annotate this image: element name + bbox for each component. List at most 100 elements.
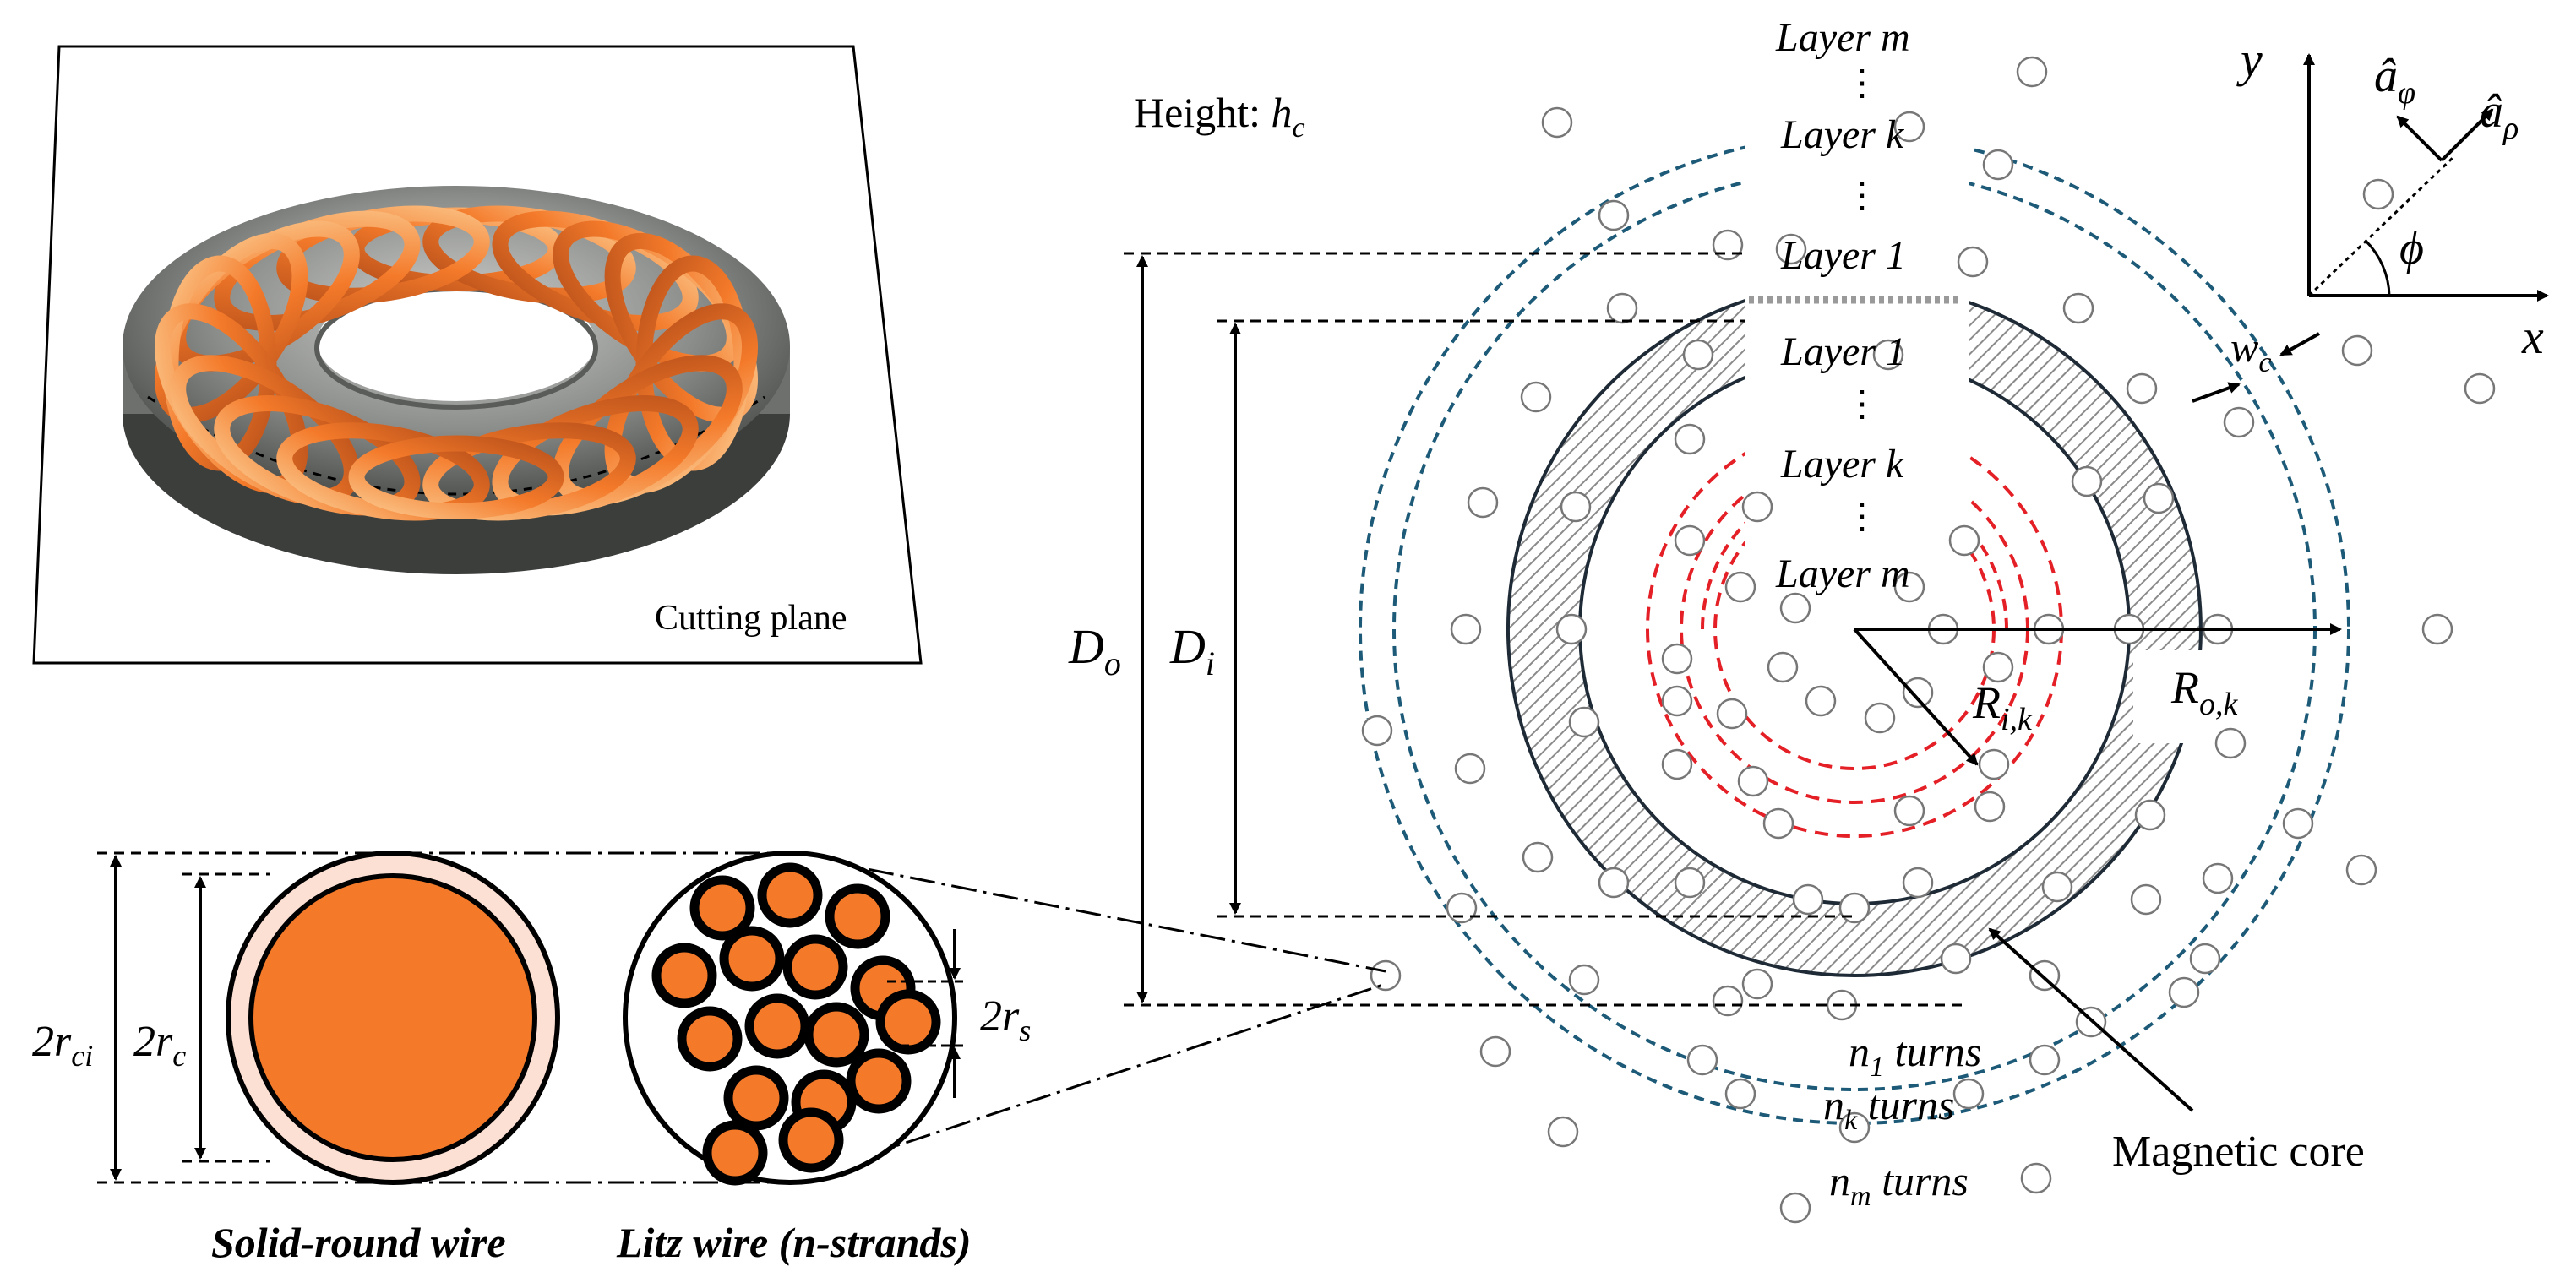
di-label: Di (1169, 619, 1215, 682)
wire-circle (1686, 1044, 1718, 1076)
wire-cross-sections (1361, 56, 2496, 1224)
litz-strand (744, 993, 810, 1059)
label-layer-k-inner: Layer k (1780, 442, 1905, 486)
wire-circle (1978, 748, 2010, 780)
axis-x-label: x (2521, 309, 2544, 364)
litz-strand (723, 1065, 789, 1131)
outer-layer-k-circle (1359, 133, 2350, 1125)
wire-circle (1724, 571, 1756, 603)
nk-turns-label: nk turns (1823, 1081, 1954, 1136)
wire-circle (2071, 465, 2103, 497)
wire-detail-panel: 2rci 2rc 2rs Solid-round wire Litz wire … (27, 851, 1386, 1266)
a-rho-label: âρ (2480, 85, 2519, 146)
wire-circle (1741, 968, 1773, 1000)
wire-circle (1893, 795, 1925, 827)
wire-circle (1974, 791, 2006, 823)
litz-strand (677, 1006, 743, 1072)
wire-circle (1598, 199, 1630, 231)
phi-angle-arc (2364, 239, 2391, 296)
litz-strands (651, 862, 941, 1186)
wire-circle (2126, 372, 2158, 405)
wire-circle (1555, 613, 1588, 645)
wire-circle (1716, 698, 1748, 730)
wire-circle (1541, 106, 1573, 139)
zoom-line-top (785, 851, 1386, 973)
wire-circle (2223, 406, 2255, 438)
wire-circle (1741, 491, 1773, 523)
wire-circle (1779, 592, 1811, 624)
copper-turn (276, 422, 490, 521)
wire-circle (1982, 651, 2014, 683)
n1-turns-label: n1 turns (1849, 1028, 1981, 1083)
wire-circle (2282, 807, 2314, 840)
axis-y-label: y (2236, 32, 2263, 87)
wc-arrow-right (2279, 332, 2320, 356)
copper-turn (348, 435, 564, 519)
wire-circle (1948, 524, 1980, 557)
phi-label: ϕ (2399, 222, 2424, 274)
litz-strand (782, 934, 848, 1000)
wire-circle (1737, 765, 1769, 797)
cutting-plane-label: Cutting plane (655, 599, 847, 638)
wire-circle (2143, 482, 2175, 514)
wire-circle (1674, 524, 1706, 557)
wire-circle (1762, 807, 1794, 840)
wire-circle (1560, 491, 1592, 523)
litz-strand (778, 1107, 844, 1173)
wire-circle (1598, 867, 1630, 899)
wire-circle (1520, 381, 1552, 413)
r-ok-label: Ro,k (2170, 662, 2239, 722)
wire-circle (1361, 715, 1393, 747)
height-label: Height: hc (1134, 89, 1305, 144)
dots-2: ⋮ (1844, 177, 1880, 215)
wire-circle (1712, 229, 1744, 261)
label-gap (1745, 13, 1969, 608)
wire-circle (1446, 892, 1478, 924)
wire-circle (1547, 1116, 1579, 1148)
wire-circle (1568, 964, 1600, 996)
wire-circle (1712, 985, 1744, 1017)
wire-circle (2202, 862, 2234, 894)
wire-circle (2189, 943, 2221, 975)
label-layer-k-top: Layer k (1780, 112, 1905, 157)
wire-circle (2168, 976, 2200, 1008)
wire-circle (2134, 799, 2166, 831)
cut-gap-outer (1745, 253, 1969, 304)
wire-circle (1893, 111, 1925, 143)
litz-strand (825, 883, 890, 949)
wire-circle (1767, 651, 1799, 683)
wire-circle (2214, 727, 2247, 759)
wire-circle (1872, 339, 1904, 371)
litz-strand (689, 875, 755, 941)
r-ik-arrow (1853, 628, 1979, 766)
litz-strand (719, 926, 785, 992)
wire-circle (1779, 1192, 1811, 1224)
ro-label-gap (2133, 650, 2252, 743)
a-phi-arrow (2396, 115, 2443, 162)
litz-strand (757, 862, 823, 928)
wire-circle (1957, 246, 1989, 278)
wire-circle (1661, 748, 1693, 780)
wire-circle (2130, 883, 2162, 916)
wire-circle (2041, 871, 2073, 903)
coordinate-axes: y x âφ âρ ϕ (2236, 32, 2549, 364)
copper-turn (214, 395, 421, 516)
cross-section: Layer m ⋮ Layer k ⋮ Layer 1 Layer 1 ⋮ La… (1066, 13, 2496, 1224)
rci-label: 2rci (32, 1018, 93, 1073)
wire-circle (1674, 423, 1706, 455)
copper-turn (422, 422, 636, 521)
nm-turns-label: nm turns (1829, 1157, 1969, 1212)
wire-circle (2062, 292, 2094, 324)
litz-strand (846, 1048, 912, 1114)
wire-circle (2421, 613, 2453, 645)
label-layer-1-inner: Layer 1 (1780, 329, 1906, 374)
wire-circle (2029, 1044, 2061, 1076)
litz-strand (651, 943, 717, 1008)
wire-circle (1661, 643, 1693, 675)
litz-strand (803, 1002, 869, 1068)
wire-circle (1864, 702, 1896, 734)
litz-strand (875, 989, 941, 1055)
wire-circle (1454, 753, 1486, 785)
core-pointer-arrow (1988, 927, 2194, 1112)
